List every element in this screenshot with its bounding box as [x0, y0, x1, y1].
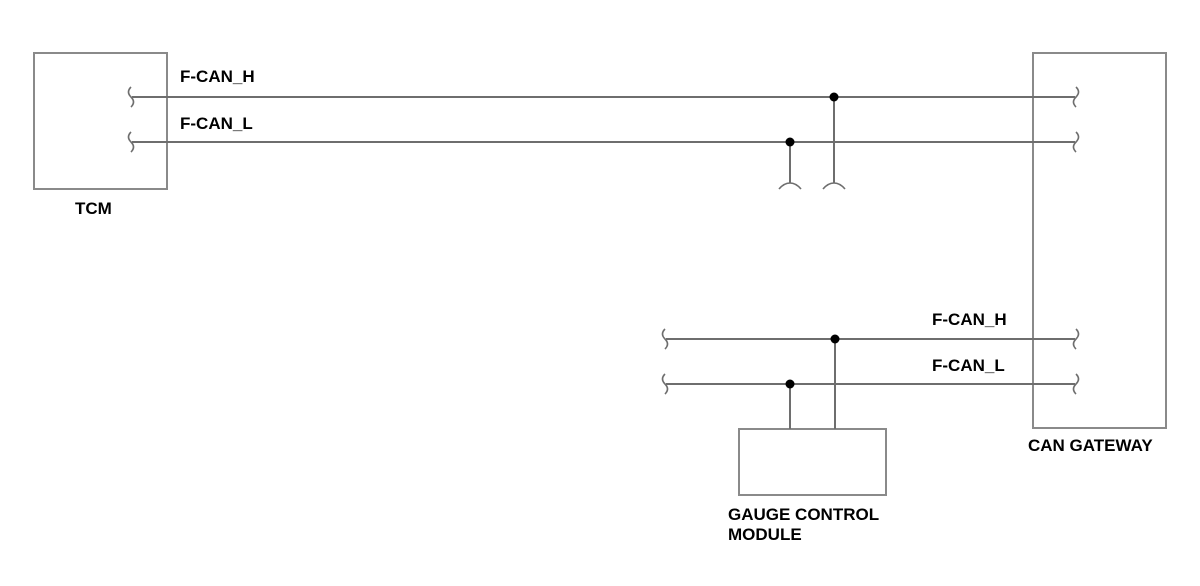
gauge-control-label-line1: GAUGE CONTROL	[728, 505, 879, 524]
gauge-control-label-line2: MODULE	[728, 525, 802, 544]
connector-break-icon	[127, 131, 135, 153]
connector-break-icon	[822, 182, 846, 190]
connector-break-icon	[661, 373, 669, 395]
junction-dot	[785, 137, 795, 147]
connector-break-icon	[1072, 373, 1080, 395]
bottom-can-low-label: F-CAN_L	[932, 356, 1005, 375]
connector-break-icon	[1072, 86, 1080, 108]
connector-break-icon	[127, 86, 135, 108]
connector-break-icon	[778, 182, 802, 190]
can-gateway-box	[1032, 52, 1167, 429]
can-gateway-label: CAN GATEWAY	[1028, 436, 1153, 455]
tcm-label: TCM	[75, 199, 112, 218]
connector-break-icon	[1072, 131, 1080, 153]
junction-dot	[829, 92, 839, 102]
top-can-low-label: F-CAN_L	[180, 114, 253, 133]
junction-dot	[830, 334, 840, 344]
connector-break-icon	[1072, 328, 1080, 350]
bottom-can-high-label: F-CAN_H	[932, 310, 1007, 329]
top-can-high-label: F-CAN_H	[180, 67, 255, 86]
tcm-box	[33, 52, 168, 190]
gauge-control-module-box	[738, 428, 887, 496]
connector-break-icon	[661, 328, 669, 350]
junction-dot	[785, 379, 795, 389]
